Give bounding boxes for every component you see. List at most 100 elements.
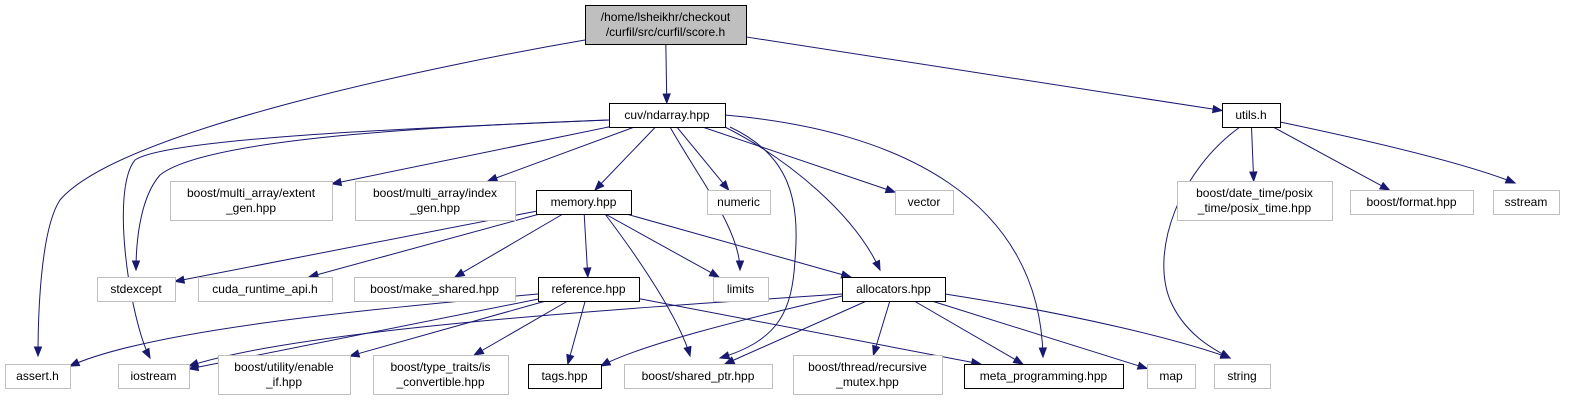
edge-memory-to-reference	[583, 213, 592, 279]
node-numeric: numeric	[707, 190, 771, 215]
edge-allocators-to-string	[944, 293, 1232, 359]
node-assert-box	[5, 364, 71, 389]
edge-memory-to-makeshared	[453, 213, 564, 278]
node-limits: limits	[713, 277, 769, 302]
node-stdexcept-box	[97, 277, 176, 302]
node-stdexcept-label-line-1: stdexcept	[110, 282, 162, 296]
node-string: string	[1214, 364, 1271, 389]
node-format-label-line-1: boost/format.hpp	[1366, 195, 1456, 209]
edge-memory-to-cuda	[307, 213, 540, 279]
node-index-label-line-1: boost/multi_array/index	[373, 186, 497, 200]
node-tags-box	[528, 364, 602, 389]
node-iostream-label-line-1: iostream	[130, 369, 176, 383]
edge-utils-to-format	[1272, 126, 1391, 191]
node-reference[interactable]: reference.hpp	[538, 277, 640, 302]
node-index-box	[355, 181, 516, 221]
edge-allocators-to-tags	[599, 295, 843, 367]
node-reference-box	[538, 277, 640, 302]
node-extent-box	[170, 181, 333, 221]
node-recmutex-box	[793, 355, 943, 395]
edge-ndarray-to-sharedptr	[718, 126, 797, 360]
node-iostream: iostream	[118, 364, 190, 389]
node-index-label-line-2: _gen.hpp	[409, 201, 460, 215]
node-reference-label-line-1: reference.hpp	[551, 282, 625, 296]
node-limits-label-line-1: limits	[727, 282, 754, 296]
node-vector-box	[895, 190, 954, 215]
edge-utils-to-posix	[1249, 126, 1258, 183]
node-makeshared: boost/make_shared.hpp	[354, 277, 516, 302]
edge-ndarray-to-iostream	[122, 119, 610, 360]
node-posix-label-line-2: _time/posix_time.hpp	[1197, 201, 1312, 215]
node-cuda: cuda_runtime_api.h	[198, 277, 333, 302]
node-cuda-label-line-1: cuda_runtime_api.h	[212, 282, 317, 296]
edge-score-to-ndarray	[662, 43, 671, 105]
node-recmutex-label-line-1: boost/thread/recursive	[808, 360, 927, 374]
node-metaprog[interactable]: meta_programming.hpp	[964, 364, 1124, 389]
node-format-box	[1350, 190, 1474, 215]
node-score[interactable]: /home/lsheikhr/checkout/curfil/src/curfi…	[585, 5, 747, 45]
node-allocators[interactable]: allocators.hpp	[842, 277, 946, 302]
node-posix: boost/date_time/posix_time/posix_time.hp…	[1177, 181, 1333, 221]
node-ndarray-box	[609, 103, 726, 128]
node-score-box	[585, 5, 747, 45]
node-posix-box	[1177, 181, 1333, 221]
node-sharedptr: boost/shared_ptr.hpp	[624, 364, 773, 389]
node-score-label-line-2: /curfil/src/curfil/score.h	[606, 25, 725, 39]
node-sstream-label-line-1: sstream	[1505, 195, 1548, 209]
edge-allocators-to-sharedptr	[723, 300, 867, 365]
node-cuda-box	[198, 277, 333, 302]
edge-allocators-to-metaprog	[913, 300, 1025, 365]
edge-memory-to-sharedptr	[604, 213, 692, 358]
node-sstream: sstream	[1493, 190, 1560, 215]
nodes-layer: /home/lsheikhr/checkout/curfil/src/curfi…	[5, 5, 1560, 395]
node-metaprog-box	[964, 364, 1124, 389]
node-recmutex: boost/thread/recursive_mutex.hpp	[793, 355, 943, 395]
edge-memory-to-stdexcept	[173, 210, 537, 284]
node-assert-label-line-1: assert.h	[16, 369, 59, 383]
node-sharedptr-box	[624, 364, 773, 389]
node-isconv-label-line-1: boost/type_traits/is	[390, 360, 490, 374]
node-utils[interactable]: utils.h	[1222, 103, 1281, 128]
node-numeric-label-line-1: numeric	[717, 195, 760, 209]
edge-utils-to-string	[1163, 126, 1241, 359]
node-string-box	[1214, 364, 1271, 389]
node-tags-label-line-1: tags.hpp	[541, 369, 587, 383]
node-stdexcept: stdexcept	[97, 277, 176, 302]
edge-ndarray-to-numeric	[676, 126, 730, 192]
edge-ndarray-to-metaprog	[724, 114, 1048, 359]
node-extent-label-line-1: boost/multi_array/extent	[187, 186, 316, 200]
node-posix-label-line-1: boost/date_time/posix	[1196, 186, 1313, 200]
node-map-box	[1147, 364, 1196, 389]
node-tags[interactable]: tags.hpp	[528, 364, 602, 389]
node-makeshared-box	[354, 277, 516, 302]
node-vector: vector	[895, 190, 954, 215]
node-memory-box	[536, 190, 632, 215]
node-recmutex-label-line-2: _mutex.hpp	[835, 375, 899, 389]
node-ndarray[interactable]: cuv/ndarray.hpp	[609, 103, 726, 128]
node-allocators-label-line-1: allocators.hpp	[856, 282, 931, 296]
node-extent: boost/multi_array/extent_gen.hpp	[170, 181, 333, 221]
node-map-label-line-1: map	[1159, 369, 1183, 383]
node-memory-label-line-1: memory.hpp	[551, 195, 617, 209]
node-makeshared-label-line-1: boost/make_shared.hpp	[370, 282, 499, 296]
edge-score-to-utils	[745, 36, 1224, 114]
edge-ndarray-to-extent	[330, 126, 610, 187]
node-map: map	[1147, 364, 1196, 389]
edge-score-to-assert	[33, 39, 586, 358]
node-assert: assert.h	[5, 364, 71, 389]
edge-allocators-to-recmutex	[872, 300, 891, 357]
node-isconv-label-line-2: _convertible.hpp	[395, 375, 484, 389]
edge-ndarray-to-vector	[702, 126, 897, 194]
node-memory[interactable]: memory.hpp	[536, 190, 632, 215]
node-format: boost/format.hpp	[1350, 190, 1474, 215]
node-isconv: boost/type_traits/is_convertible.hpp	[373, 355, 509, 395]
node-allocators-box	[842, 277, 946, 302]
edge-utils-to-sstream	[1279, 121, 1517, 184]
node-utils-box	[1222, 103, 1281, 128]
edge-allocators-to-map	[931, 300, 1149, 370]
node-isconv-box	[373, 355, 509, 395]
edge-reference-to-isconv	[473, 300, 568, 356]
node-metaprog-label-line-1: meta_programming.hpp	[980, 369, 1108, 383]
node-sstream-box	[1493, 190, 1560, 215]
